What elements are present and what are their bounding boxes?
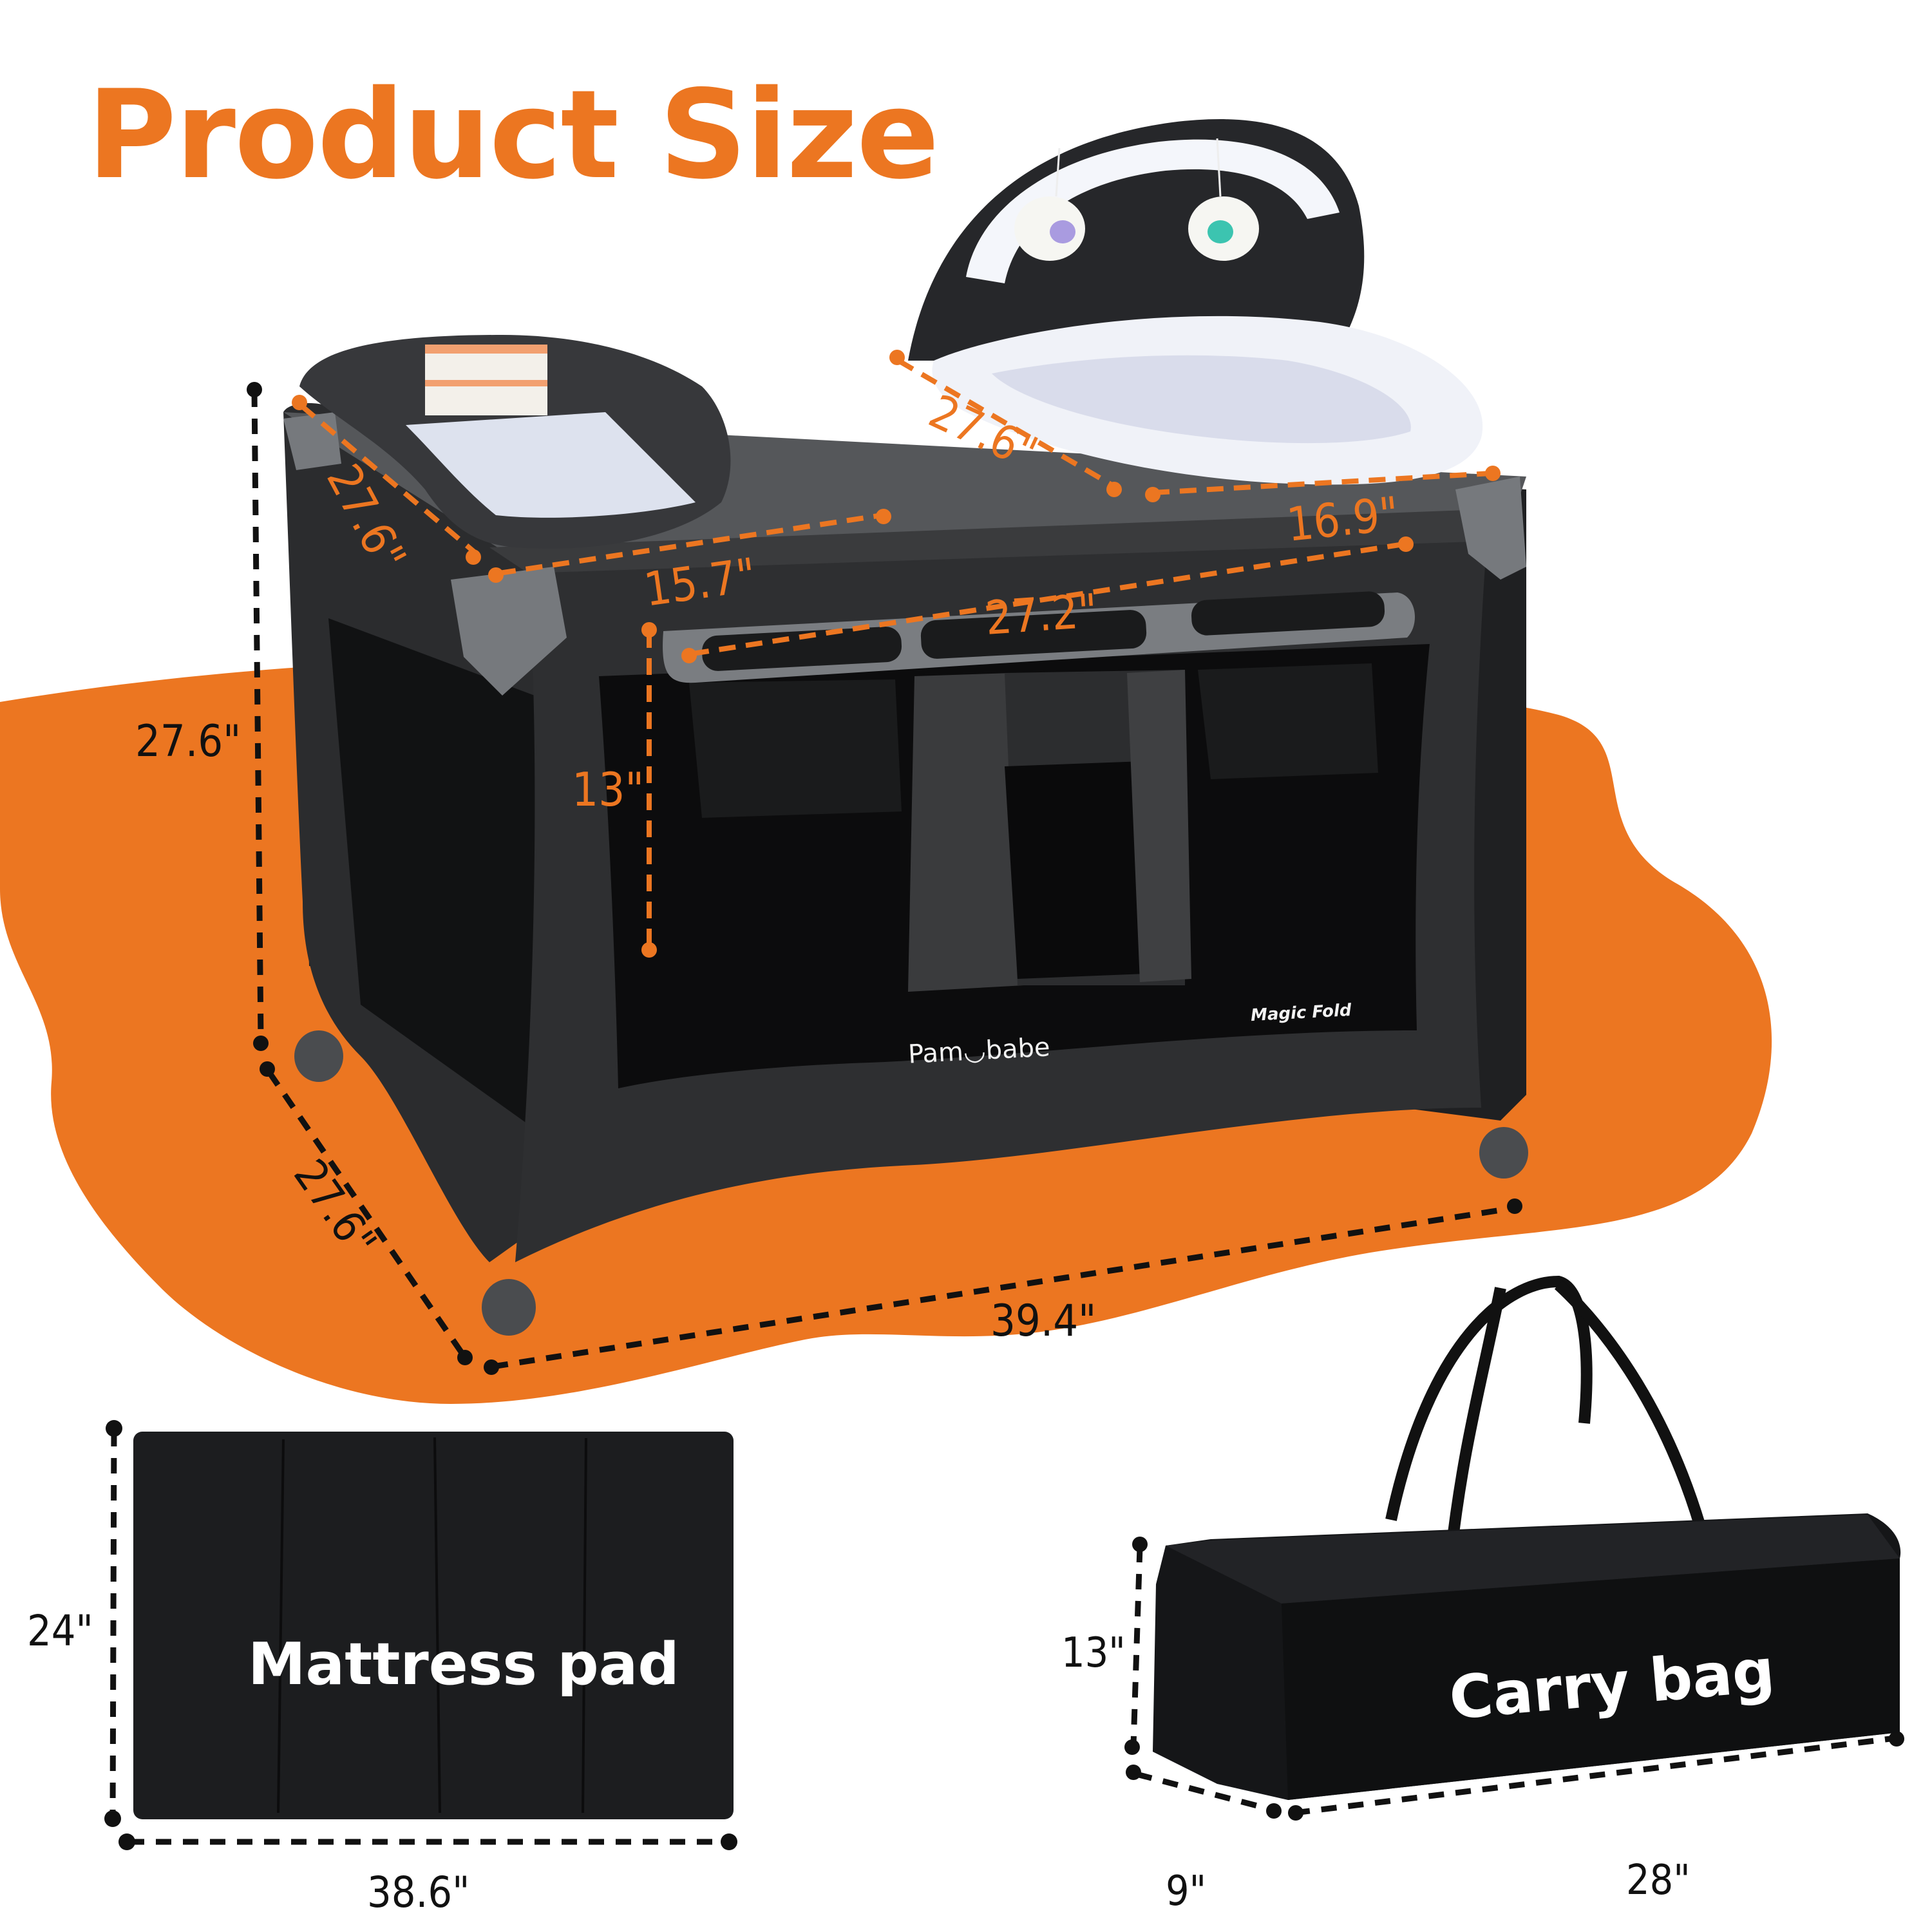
- overall-height-label: 27.6": [135, 716, 242, 767]
- mattress-pad-label: Mattress pad: [248, 1631, 679, 1698]
- bag-width-label: 28": [1626, 1857, 1690, 1904]
- organizer-width-label: 27.2": [983, 583, 1099, 645]
- mattress-pad-illustration: [133, 1432, 734, 1819]
- black-dimension-lines: [109, 391, 1891, 1845]
- brand-logo: Pam◡babe: [907, 1032, 1051, 1070]
- playard-illustration: [283, 119, 1528, 1336]
- bag-height-label: 13": [1061, 1629, 1126, 1677]
- page-title: Product Size: [87, 64, 940, 206]
- bassinet-width-label: 16.9": [1284, 486, 1401, 552]
- carry-bag-illustration: [1153, 1275, 1901, 1800]
- mattress-height-label: 24": [27, 1606, 93, 1656]
- black-dimension-dots: [104, 382, 1904, 1850]
- bag-depth-label: 9": [1166, 1868, 1207, 1915]
- orange-dimension-dots: [292, 350, 1501, 958]
- changer-width-label: 15.7": [641, 547, 759, 617]
- overall-width-label: 39.4": [990, 1296, 1097, 1347]
- organizer-height-label: 13": [572, 762, 645, 817]
- orange-dimension-lines: [299, 358, 1492, 947]
- magic-fold-badge: Magic Fold: [1250, 1000, 1352, 1026]
- mattress-width-label: 38.6": [367, 1868, 470, 1917]
